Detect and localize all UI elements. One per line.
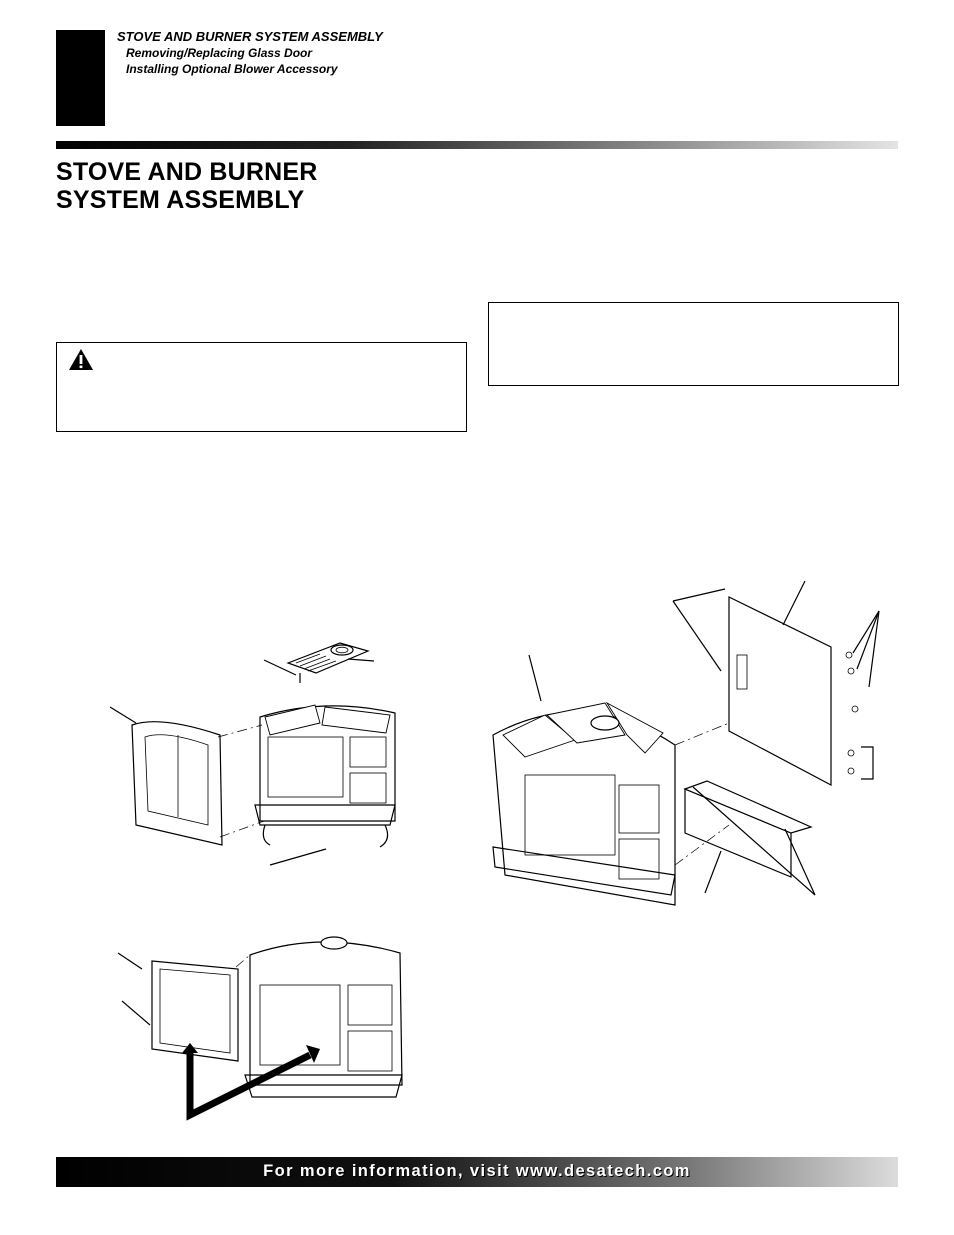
- blower-panel-part: [728, 596, 832, 786]
- header-subsection-blower: Installing Optional Blower Accessory: [126, 62, 338, 76]
- stove-body-3: [492, 701, 676, 906]
- blower-housing-part: [683, 780, 813, 878]
- stove-body-2: [244, 936, 403, 1098]
- header-rule: [56, 141, 898, 149]
- stove-body: [254, 704, 396, 848]
- section-tab: [56, 30, 105, 126]
- arrow-path: [186, 1051, 312, 1121]
- blower-accessory-diagram: [492, 580, 880, 906]
- footer-bar: For more information, visit www.desatech…: [56, 1157, 898, 1187]
- warning-box: [56, 342, 467, 432]
- door-removal-diagram: [109, 642, 396, 866]
- page-title: STOVE AND BURNER SYSTEM ASSEMBLY: [56, 158, 318, 214]
- warning-triangle-icon: [69, 349, 93, 370]
- notice-box: [488, 302, 899, 386]
- top-plate-part: [286, 642, 370, 674]
- header-subsection-glass-door: Removing/Replacing Glass Door: [126, 46, 313, 60]
- screws-group: [845, 651, 859, 775]
- footer-text: For more information, visit www.desatech…: [263, 1162, 691, 1180]
- glass-panel-diagram: [117, 936, 403, 1121]
- header-section-title: STOVE AND BURNER SYSTEM ASSEMBLY: [117, 29, 383, 44]
- page-title-line2: SYSTEM ASSEMBLY: [56, 186, 305, 214]
- glass-panel-part: [151, 960, 239, 1062]
- page-title-line1: STOVE AND BURNER: [56, 158, 318, 186]
- glass-door-part: [131, 721, 223, 846]
